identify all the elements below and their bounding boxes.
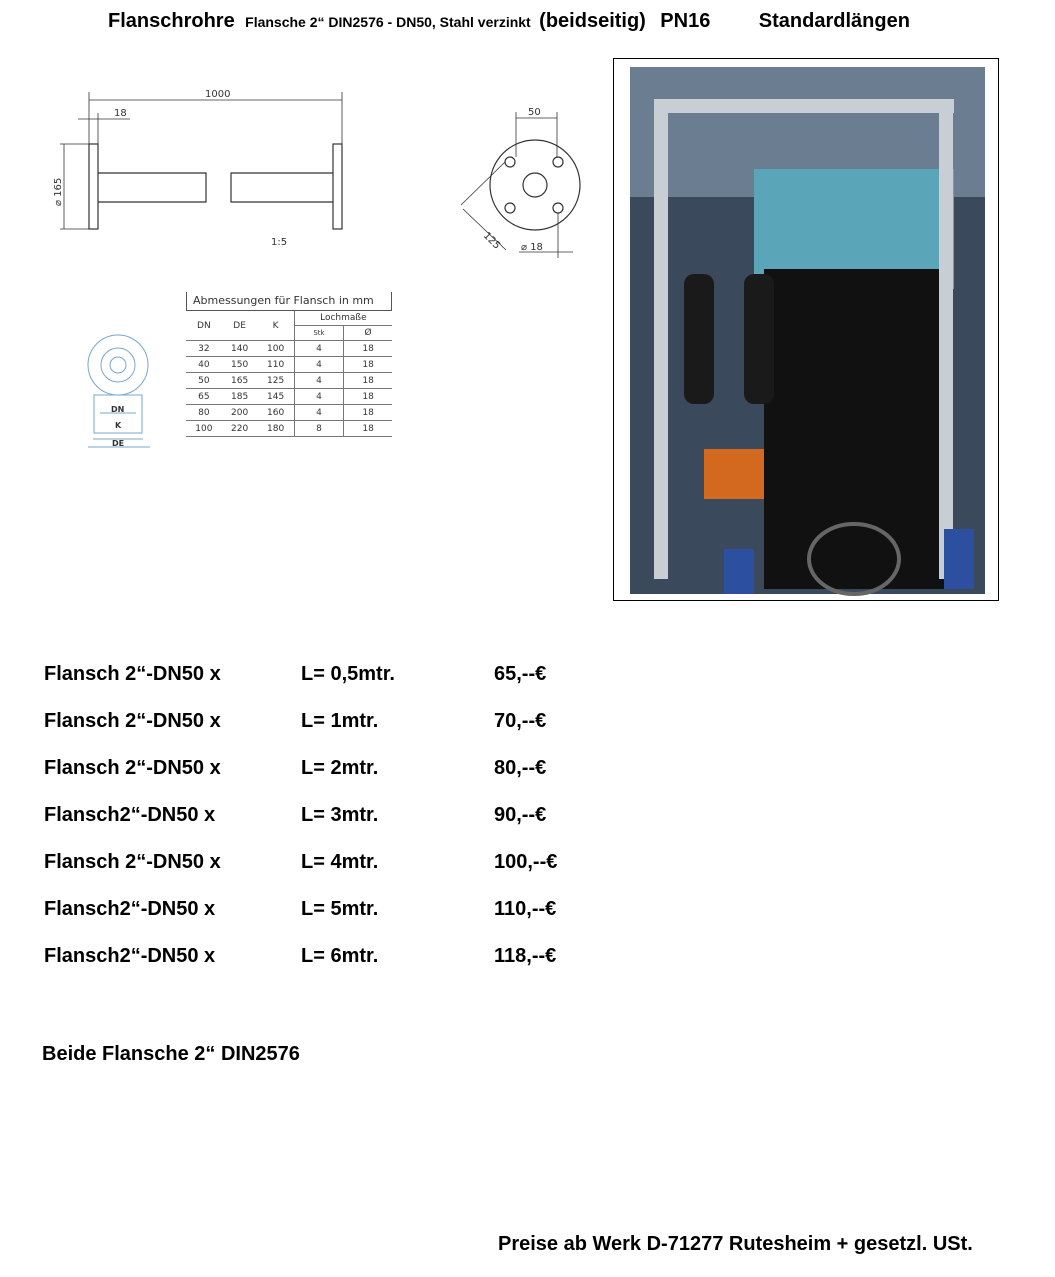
- col-k: K: [257, 311, 295, 341]
- header-pressure: PN16: [660, 10, 711, 32]
- dim-table-cell: 180: [257, 420, 295, 437]
- dim-diameter: ⌀ 165: [53, 178, 64, 206]
- installation-photo: [613, 58, 999, 601]
- installation-photo-icon: [630, 67, 985, 596]
- flange-small-drawing: DN K DE: [87, 334, 150, 448]
- dim-table-cell: 40: [186, 356, 222, 373]
- price-value: 100,--€: [494, 851, 558, 873]
- price-length: L= 0,5mtr.: [301, 663, 395, 685]
- price-length: L= 4mtr.: [301, 851, 379, 873]
- dim-table-cell: 65: [186, 388, 222, 405]
- dim-offset: 18: [114, 108, 127, 119]
- dim-table-cell: 4: [293, 388, 344, 405]
- flange-front-drawing: 50 125 ⌀ 18: [460, 107, 581, 258]
- page-header: Flanschrohre Flansche 2“ DIN2576 - DN50,…: [108, 10, 910, 33]
- price-value: 65,--€: [494, 663, 547, 685]
- dim-table-cell: 18: [343, 388, 392, 405]
- dim-table-cell: 220: [221, 420, 258, 437]
- pipe-side-drawing: 1000 18 ⌀ 165 1:5: [53, 89, 343, 248]
- small-dn-label: DN: [111, 405, 124, 414]
- drawing-scale: 1:5: [271, 237, 287, 248]
- header-both-sides: (beidseitig): [539, 10, 646, 32]
- dim-table-cell: 145: [257, 388, 295, 405]
- dim-table-cell: 18: [343, 420, 392, 437]
- price-value: 118,--€: [494, 945, 557, 967]
- dim-table-cell: 165: [221, 372, 258, 389]
- col-holes: Lochmaße: [293, 311, 392, 326]
- header-subtitle: Flansche 2“ DIN2576 - DN50, Stahl verzin…: [245, 14, 531, 30]
- dim-table-cell: 18: [343, 356, 392, 373]
- small-k-label: K: [115, 421, 122, 430]
- dim-table-cell: 4: [293, 340, 344, 357]
- col-stk: Stk: [293, 325, 344, 341]
- dim-table-cell: 18: [343, 340, 392, 357]
- small-de-label: DE: [112, 439, 124, 448]
- dim-table-cell: 200: [221, 404, 258, 421]
- price-product: Flansch 2“-DN50 x: [44, 757, 221, 779]
- col-dia: Ø: [343, 325, 392, 341]
- price-product: Flansch 2“-DN50 x: [44, 710, 221, 732]
- dim-125: 125: [481, 230, 502, 251]
- dim-table-cell: 185: [221, 388, 258, 405]
- price-value: 70,--€: [494, 710, 547, 732]
- dim-table-cell: 110: [257, 356, 295, 373]
- col-dn: DN: [186, 311, 222, 341]
- col-de: DE: [221, 311, 258, 341]
- dim-table-cell: 125: [257, 372, 295, 389]
- price-product: Flansch2“-DN50 x: [44, 898, 216, 920]
- flange-note: Beide Flansche 2“ DIN2576: [42, 1043, 300, 1065]
- price-product: Flansch 2“-DN50 x: [44, 663, 221, 685]
- price-length: L= 3mtr.: [301, 804, 379, 826]
- price-value: 90,--€: [494, 804, 547, 826]
- dim-table-cell: 80: [186, 404, 222, 421]
- dim-table-cell: 150: [221, 356, 258, 373]
- dim-table-cell: 8: [293, 420, 344, 437]
- dim-table-cell: 18: [343, 372, 392, 389]
- dim-table-cell: 160: [257, 404, 295, 421]
- dim-table-cell: 32: [186, 340, 222, 357]
- dim-table-cell: 50: [186, 372, 222, 389]
- dim-table-cell: 100: [186, 420, 222, 437]
- left-flange-shape: [88, 143, 99, 230]
- price-length: L= 2mtr.: [301, 757, 379, 779]
- flange-dimension-table: Abmessungen für Flansch in mm DN DE K Lo…: [186, 292, 392, 437]
- price-product: Flansch2“-DN50 x: [44, 804, 216, 826]
- dim-hole: ⌀ 18: [521, 242, 543, 253]
- dim-table-cell: 4: [293, 404, 344, 421]
- price-product: Flansch2“-DN50 x: [44, 945, 216, 967]
- dim-50: 50: [528, 107, 541, 118]
- dim-length: 1000: [205, 89, 230, 100]
- price-length: L= 1mtr.: [301, 710, 379, 732]
- price-length: L= 5mtr.: [301, 898, 379, 920]
- dim-table-cell: 100: [257, 340, 295, 357]
- header-lengths: Standardlängen: [758, 10, 910, 32]
- dim-table-cell: 4: [293, 372, 344, 389]
- price-length: L= 6mtr.: [301, 945, 379, 967]
- dim-table-cell: 18: [343, 404, 392, 421]
- price-footer: Preise ab Werk D-71277 Rutesheim + geset…: [498, 1233, 973, 1255]
- dim-table-cell: 4: [293, 356, 344, 373]
- price-product: Flansch 2“-DN50 x: [44, 851, 221, 873]
- dim-table-title: Abmessungen für Flansch in mm: [186, 292, 392, 311]
- price-value: 110,--€: [494, 898, 557, 920]
- price-value: 80,--€: [494, 757, 547, 779]
- page-title: Flanschrohre: [108, 10, 235, 32]
- right-flange-shape: [332, 143, 343, 230]
- dim-table-cell: 140: [221, 340, 258, 357]
